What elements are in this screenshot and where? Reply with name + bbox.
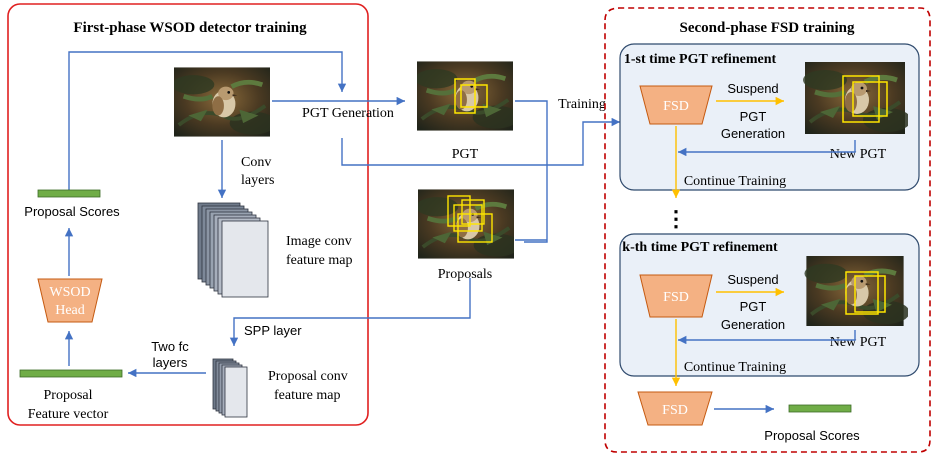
ellipsis: ⋮ [665, 206, 687, 231]
image-conv-label-1: Image conv [286, 234, 352, 249]
arrow-new-pgt-back-1 [678, 140, 856, 157]
arrow-image-to-training [341, 117, 620, 166]
proposal-feature-label-1: Proposal [44, 388, 93, 403]
arrow-new-pgt-back-k [678, 330, 856, 345]
arrow-spp-layer [229, 278, 471, 346]
new-pgt-label-k: New PGT [830, 335, 887, 350]
pgt-label: PGT [452, 147, 479, 162]
fsd-label-1: FSD [663, 99, 689, 114]
new-pgt-image-k [804, 256, 909, 326]
input-image [172, 67, 276, 136]
wsod-head-label-2: Head [55, 303, 85, 318]
arrow-pgt-to-training [515, 100, 548, 243]
proposal-conv-label-2: feature map [274, 388, 340, 403]
proposals-image [416, 189, 520, 258]
proposal-conv-feature-map [212, 358, 248, 418]
phase2-title: Second-phase FSD training [679, 20, 855, 36]
pgt-gen-label-ka: PGT [740, 299, 767, 314]
new-pgt-label-1: New PGT [830, 147, 887, 162]
proposal-conv-label-1: Proposal conv [268, 369, 348, 384]
proposal-scores-label: Proposal Scores [24, 204, 120, 219]
pgt-generation-label: PGT Generation [302, 106, 394, 121]
phase1-title: First-phase WSOD detector training [73, 20, 307, 36]
arrow-scores-loop [68, 51, 347, 192]
suspend-label-k: Suspend [727, 272, 778, 287]
pgt-gen-label-1a: PGT [740, 109, 767, 124]
fsd-block-k [639, 274, 713, 318]
two-fc-label-1: Two fc [151, 339, 189, 354]
proposals-label: Proposals [438, 267, 492, 282]
image-conv-label-2: feature map [286, 253, 352, 268]
refinek-title: k-th time PGT refinement [622, 240, 778, 255]
training-label: Training [558, 97, 606, 112]
proposal-scores-bar [37, 189, 101, 198]
conv-layers-label-2: layers [241, 173, 274, 188]
fsd-block-final [637, 391, 713, 426]
proposal-feature-vector [19, 369, 123, 378]
pgt-gen-label-kb: Generation [721, 317, 785, 332]
wsod-head-label-1: WSOD [49, 285, 90, 300]
pgt-gen-label-1b: Generation [721, 126, 785, 141]
wsod-head [37, 278, 103, 323]
phase1-border [7, 3, 369, 426]
new-pgt-image-1 [803, 62, 911, 134]
proposal-feature-label-2: Feature vector [28, 407, 109, 422]
conv-layers-label-1: Conv [241, 155, 271, 170]
continue-training-label-k: Continue Training [684, 360, 786, 375]
fsd-label-final: FSD [662, 403, 688, 418]
pgt-image [415, 61, 519, 130]
final-proposal-scores-bar [788, 404, 852, 413]
suspend-label-1: Suspend [727, 81, 778, 96]
continue-training-label-1: Continue Training [684, 174, 786, 189]
fsd-block-1 [639, 85, 713, 125]
final-proposal-scores-label: Proposal Scores [764, 428, 860, 443]
fsd-label-k: FSD [663, 290, 689, 305]
image-conv-feature-map [197, 202, 269, 298]
refine1-title: 1-st time PGT refinement [624, 52, 777, 67]
spp-layer-label: SPP layer [244, 323, 302, 338]
two-fc-label-2: layers [153, 355, 188, 370]
